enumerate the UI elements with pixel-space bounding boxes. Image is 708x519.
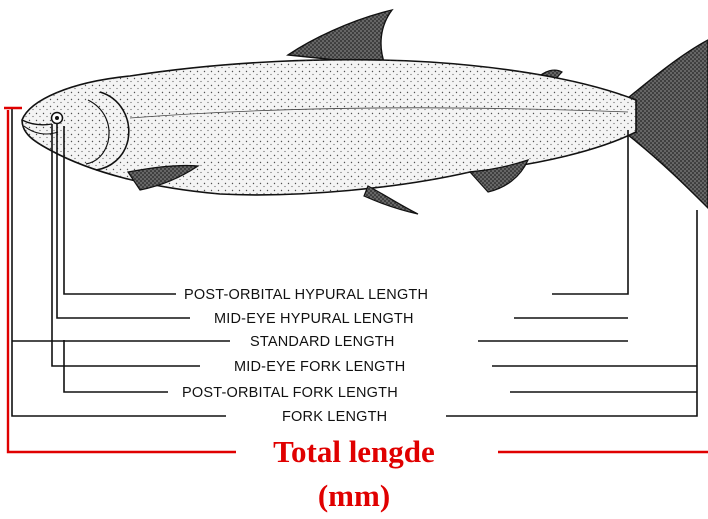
salmon-illustration [22, 10, 708, 214]
label-post-orbital-hypural-length: POST-ORBITAL HYPURAL LENGTH [184, 287, 428, 303]
caudal-fin [628, 40, 708, 208]
label-standard-length: STANDARD LENGTH [250, 334, 395, 350]
total-length-title: Total lengde [0, 436, 708, 467]
label-fork-length: FORK LENGTH [282, 409, 387, 425]
label-mid-eye-fork-length: MID-EYE FORK LENGTH [234, 359, 405, 375]
label-mid-eye-hypural-length: MID-EYE HYPURAL LENGTH [214, 311, 414, 327]
dorsal-fin [288, 10, 392, 65]
total-length-unit: (mm) [0, 480, 708, 511]
pelvic-fin [364, 186, 418, 214]
fork-length-right [446, 210, 697, 416]
label-post-orbital-fork-length: POST-ORBITAL FORK LENGTH [182, 385, 398, 401]
